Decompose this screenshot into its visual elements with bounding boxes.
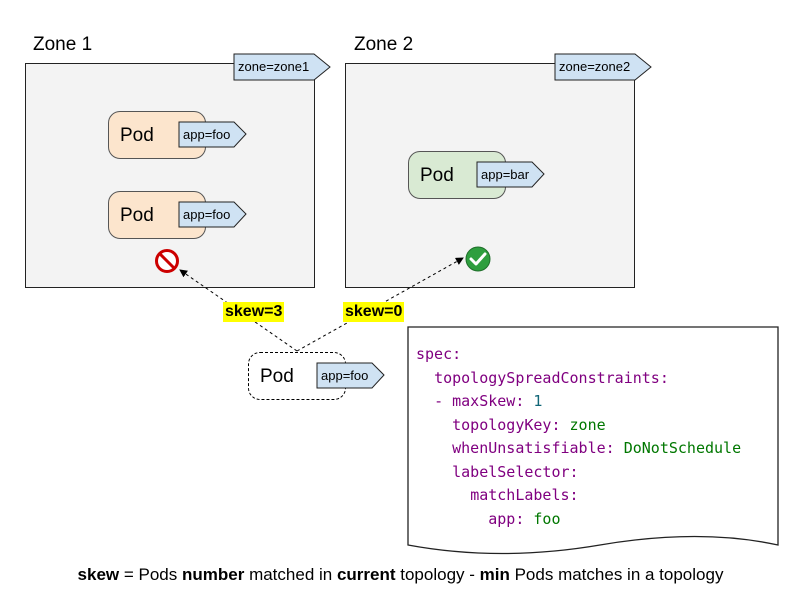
zone1-tag-shape — [233, 53, 331, 81]
code-line: spec: — [416, 345, 462, 363]
pod-tag: app=foo — [183, 207, 231, 222]
spec-code: spec: topologySpreadConstraints: - maxSk… — [416, 343, 741, 531]
code-line: topologySpreadConstraints: — [434, 368, 669, 387]
pod-tag: app=foo — [183, 127, 231, 142]
skew-label-zone1: skew=3 — [223, 302, 285, 322]
pod-tag: app=bar — [481, 167, 530, 182]
formula-bold: skew — [77, 565, 120, 584]
code-key: maxSkew: — [452, 392, 525, 410]
pod-tag-shape-2 — [178, 201, 247, 228]
code-key: whenUnsatisfiable: — [452, 439, 615, 457]
check-circle-icon — [465, 246, 491, 272]
code-value: foo — [533, 509, 561, 528]
formula-bold: current — [336, 565, 396, 584]
formula-text: = Pods — [119, 565, 182, 584]
code-key: topologyKey: — [452, 415, 561, 434]
formula-bold: min — [479, 565, 510, 584]
incoming-pod-label: Pod — [260, 366, 294, 387]
incoming-pod-tag-shape — [316, 362, 385, 389]
code-value: DoNotSchedule — [623, 439, 742, 457]
skew-label-zone2: skew=0 — [343, 302, 405, 322]
zone2-tag-shape — [554, 53, 652, 81]
code-key: app: — [488, 509, 525, 528]
formula-text: Pods matches in a topology — [509, 565, 724, 584]
pod-tag-shape-1 — [178, 121, 247, 148]
pod-label: Pod — [120, 125, 154, 146]
incoming-pod-tag: app=foo — [321, 368, 369, 383]
pod-tag-shape-3 — [476, 161, 545, 188]
zone2-title: Zone 2 — [354, 34, 414, 55]
zone2-tag: zone=zone2 — [559, 59, 631, 74]
code-value: zone — [569, 415, 606, 434]
prohibited-icon — [155, 249, 179, 273]
pod-label: Pod — [420, 165, 454, 186]
arrow-to-zone2 — [296, 257, 464, 352]
code-key: labelSelector: — [452, 462, 579, 481]
zone1-title: Zone 1 — [33, 34, 93, 55]
code-value: 1 — [533, 392, 543, 410]
code-key: matchLabels: — [470, 486, 579, 504]
formula-text: matched in — [244, 565, 337, 584]
formula-bold: number — [182, 565, 245, 584]
code-dash: - — [434, 392, 453, 410]
pod-label: Pod — [120, 205, 154, 226]
formula-text: topology - — [395, 565, 480, 584]
zone1-tag: zone=zone1 — [238, 59, 310, 74]
spec-document — [407, 326, 779, 555]
skew-formula: skew = Pods number matched in current to… — [0, 565, 801, 585]
